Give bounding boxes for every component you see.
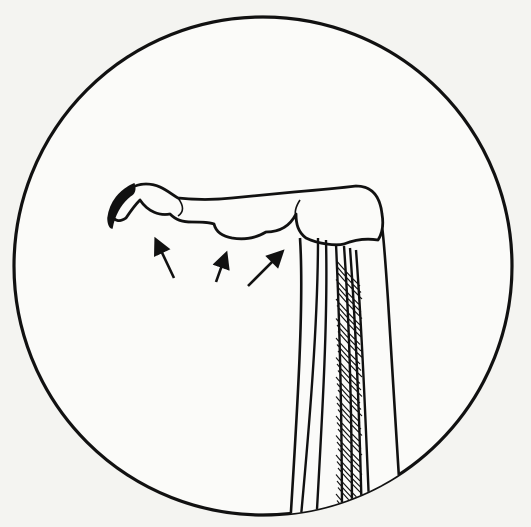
circular-frame-icon bbox=[14, 17, 512, 515]
